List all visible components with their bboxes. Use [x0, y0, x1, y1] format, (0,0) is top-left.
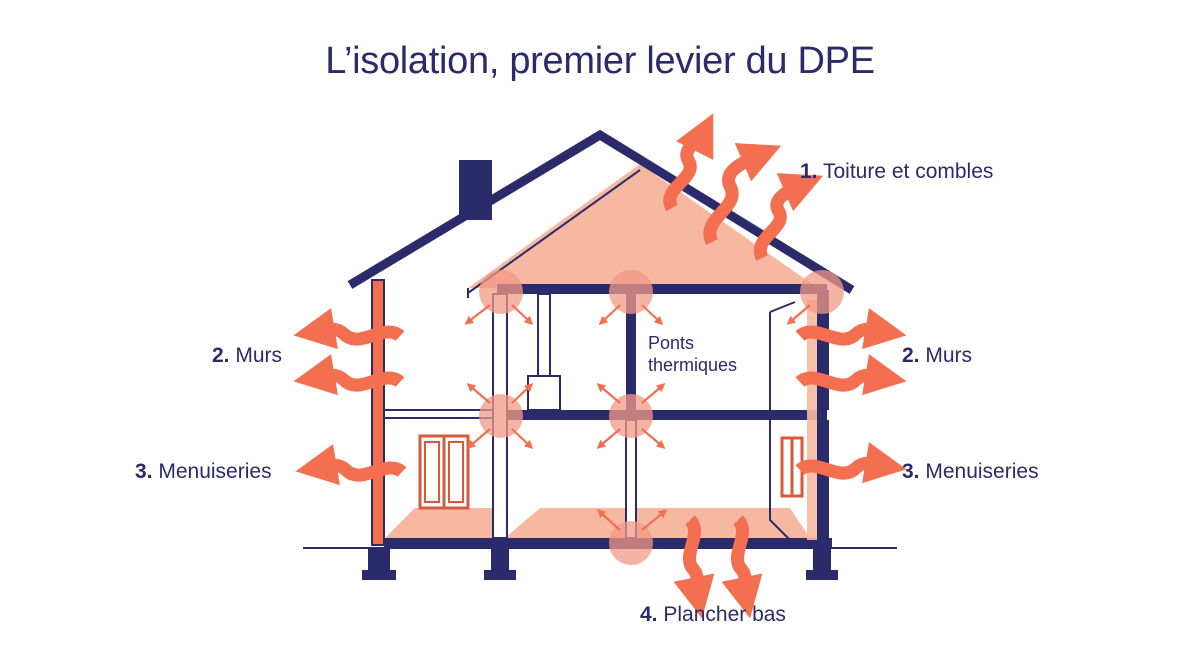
thermal-bridges [479, 270, 844, 565]
floor-arrow [721, 515, 763, 619]
joinery-arrow-left [295, 444, 407, 486]
roof-arrow [663, 113, 714, 212]
label-walls-right: 2. Murs [902, 344, 973, 367]
thermal-bridge [609, 270, 653, 314]
joinery-arrow-right [795, 442, 907, 484]
chimney [459, 160, 492, 220]
thermal-bridge [609, 394, 653, 438]
label-joinery-right: 3. Menuiseries [902, 460, 1039, 483]
upper-floor-slab [497, 284, 827, 294]
heat-loss-arrows [293, 113, 907, 619]
left-window [418, 434, 470, 510]
label-roof: 1. Toiture et combles [800, 160, 994, 183]
middle-floor-slab [497, 410, 827, 420]
thermal-bridge [800, 270, 844, 314]
left-wall [371, 279, 385, 546]
label-walls-left: 2. Murs [212, 344, 283, 367]
floor-heat-zone-right [505, 508, 810, 538]
attic-heat-zone [468, 164, 818, 288]
thermal-bridge [479, 394, 523, 438]
floor-heat-zone-left [385, 508, 497, 538]
floor-arrow [673, 515, 715, 619]
wall-arrow-left [293, 308, 405, 350]
bridge-arrows [464, 304, 811, 531]
central-column [626, 294, 636, 410]
roof-arrow [703, 143, 782, 245]
thermal-bridge [479, 270, 523, 314]
wall-arrow-left [293, 354, 405, 396]
page-title: L’isolation, premier levier du DPE [325, 40, 875, 82]
label-joinery-left: 3. Menuiseries [135, 460, 272, 483]
roof-arrow [753, 173, 824, 261]
thermal-bridge [609, 521, 653, 565]
wall-arrow-right [795, 308, 907, 350]
wall-arrow-right [795, 354, 907, 396]
label-thermal-bridges: Ponts thermiques [648, 333, 738, 375]
label-floor: 4. Plancher bas [640, 603, 786, 626]
ground-floor-slab [384, 538, 832, 548]
